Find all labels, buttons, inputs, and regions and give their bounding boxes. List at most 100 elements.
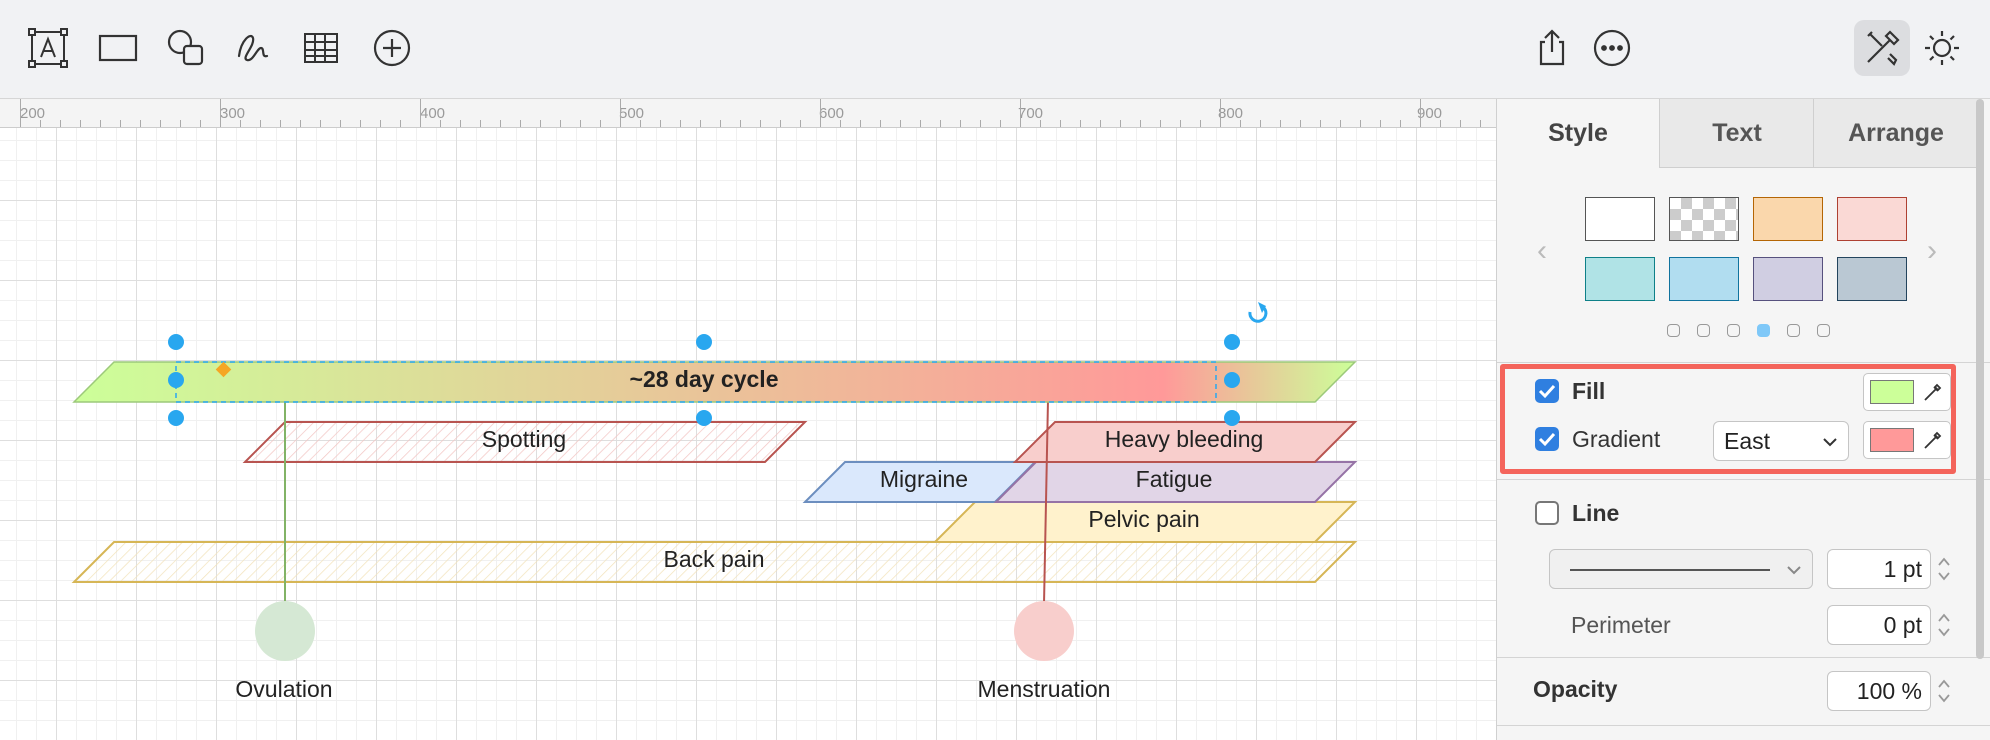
page-dot[interactable] [1727, 324, 1740, 337]
gradient-direction-select[interactable]: East [1713, 421, 1849, 461]
perimeter-stepper[interactable] [1935, 605, 1953, 645]
page-dot-active[interactable] [1757, 324, 1770, 337]
fill-color-button[interactable] [1863, 373, 1951, 411]
rectangle-icon[interactable] [90, 20, 146, 76]
format-panel-icon[interactable] [1854, 20, 1910, 76]
page-dot[interactable] [1817, 324, 1830, 337]
horizontal-ruler: 200 300 400 500 600 700 800 900 [0, 99, 1496, 128]
ruler-tick [820, 99, 821, 127]
opacity-input[interactable]: 100 % [1827, 671, 1931, 711]
opacity-stepper[interactable] [1935, 671, 1953, 711]
ruler-tick [700, 120, 701, 127]
freehand-icon[interactable] [225, 20, 281, 76]
ruler-tick [640, 120, 641, 127]
fill-label: Fill [1572, 378, 1606, 404]
diagram-canvas[interactable]: ~28 day cycle Spotting Heavy bleeding Mi… [0, 128, 1496, 740]
resize-handle[interactable] [1224, 372, 1240, 388]
ruler-label: 200 [20, 105, 46, 122]
heavy-bleeding-shape[interactable] [1012, 421, 1358, 463]
resize-handle[interactable] [168, 334, 184, 350]
panel-scrollbar[interactable] [1976, 99, 1984, 659]
ruler-tick [360, 120, 361, 127]
fill-checkbox[interactable] [1535, 379, 1559, 403]
line-width-stepper[interactable] [1935, 549, 1953, 589]
cycle-label: ~28 day cycle [629, 366, 779, 392]
gradient-color-button[interactable] [1863, 421, 1951, 459]
spotting-shape[interactable] [242, 421, 808, 463]
resize-handle[interactable] [168, 410, 184, 426]
style-swatch[interactable] [1837, 197, 1907, 241]
ruler-tick [480, 120, 481, 127]
ruler-tick [960, 120, 961, 127]
rotate-handle-icon[interactable] [1248, 302, 1268, 323]
line-style-select[interactable] [1549, 549, 1813, 589]
ruler-tick [180, 120, 181, 127]
style-swatch[interactable] [1753, 197, 1823, 241]
ruler-label: 900 [1417, 105, 1443, 122]
ovulation-marker[interactable] [255, 601, 315, 661]
style-swatch[interactable] [1753, 257, 1823, 301]
spotting-label: Spotting [481, 426, 567, 452]
diagram [71, 302, 1358, 661]
tab-style[interactable]: Style [1497, 99, 1659, 167]
ruler-tick [260, 120, 261, 127]
resize-handle[interactable] [1224, 334, 1240, 350]
ruler-tick [1200, 120, 1201, 127]
ruler-tick [1440, 120, 1441, 127]
line-width-input[interactable]: 1 pt [1827, 549, 1931, 589]
ruler-tick [1260, 120, 1261, 127]
tab-text[interactable]: Text [1659, 99, 1814, 168]
shapes-icon[interactable] [158, 20, 214, 76]
resize-handle[interactable] [696, 410, 712, 426]
menstruation-marker[interactable] [1014, 601, 1074, 661]
ruler-label: 700 [1018, 105, 1044, 122]
shape-adjust-handle[interactable] [215, 361, 232, 378]
resize-handle[interactable] [696, 334, 712, 350]
style-swatch[interactable] [1669, 257, 1739, 301]
more-icon[interactable] [1584, 20, 1640, 76]
share-icon[interactable] [1524, 20, 1580, 76]
ruler-tick [220, 99, 221, 127]
ruler-label: 600 [819, 105, 845, 122]
text-icon[interactable] [20, 20, 76, 76]
ruler-tick [60, 120, 61, 127]
eyedropper-icon[interactable] [1922, 429, 1944, 451]
ruler-tick [1080, 120, 1081, 127]
ruler-tick [440, 120, 441, 127]
ruler-tick [1340, 120, 1341, 127]
style-swatch[interactable] [1585, 257, 1655, 301]
theme-icon[interactable] [1914, 20, 1970, 76]
style-swatch[interactable] [1585, 197, 1655, 241]
chevron-down-icon [1823, 438, 1837, 447]
page-dot[interactable] [1787, 324, 1800, 337]
page-dot[interactable] [1667, 324, 1680, 337]
table-icon[interactable] [293, 20, 349, 76]
tab-arrange[interactable]: Arrange [1813, 99, 1978, 168]
ruler-tick [380, 120, 381, 127]
ruler-tick [1160, 120, 1161, 127]
page-dot[interactable] [1697, 324, 1710, 337]
perimeter-input[interactable]: 0 pt [1827, 605, 1931, 645]
divider [1497, 362, 1990, 363]
ruler-tick [1140, 120, 1141, 127]
gradient-checkbox[interactable] [1535, 427, 1559, 451]
ruler-tick [740, 120, 741, 127]
add-icon[interactable] [364, 20, 420, 76]
swatch-next-icon[interactable]: › [1927, 234, 1937, 267]
ruler-tick [1460, 120, 1461, 127]
style-swatch[interactable] [1669, 197, 1739, 241]
ruler-tick [120, 120, 121, 127]
eyedropper-icon[interactable] [1922, 381, 1944, 403]
ruler-tick [340, 120, 341, 127]
menstruation-connector[interactable] [1043, 399, 1049, 605]
style-swatch[interactable] [1837, 257, 1907, 301]
heavy-bleeding-label: Heavy bleeding [1104, 426, 1264, 452]
resize-handle[interactable] [168, 372, 184, 388]
ruler-tick [900, 120, 901, 127]
resize-handle[interactable] [1224, 410, 1240, 426]
line-checkbox[interactable] [1535, 501, 1559, 525]
ruler-tick [420, 99, 421, 127]
ruler-tick [460, 120, 461, 127]
swatch-prev-icon[interactable]: ‹ [1537, 234, 1547, 267]
ruler-tick [620, 99, 621, 127]
